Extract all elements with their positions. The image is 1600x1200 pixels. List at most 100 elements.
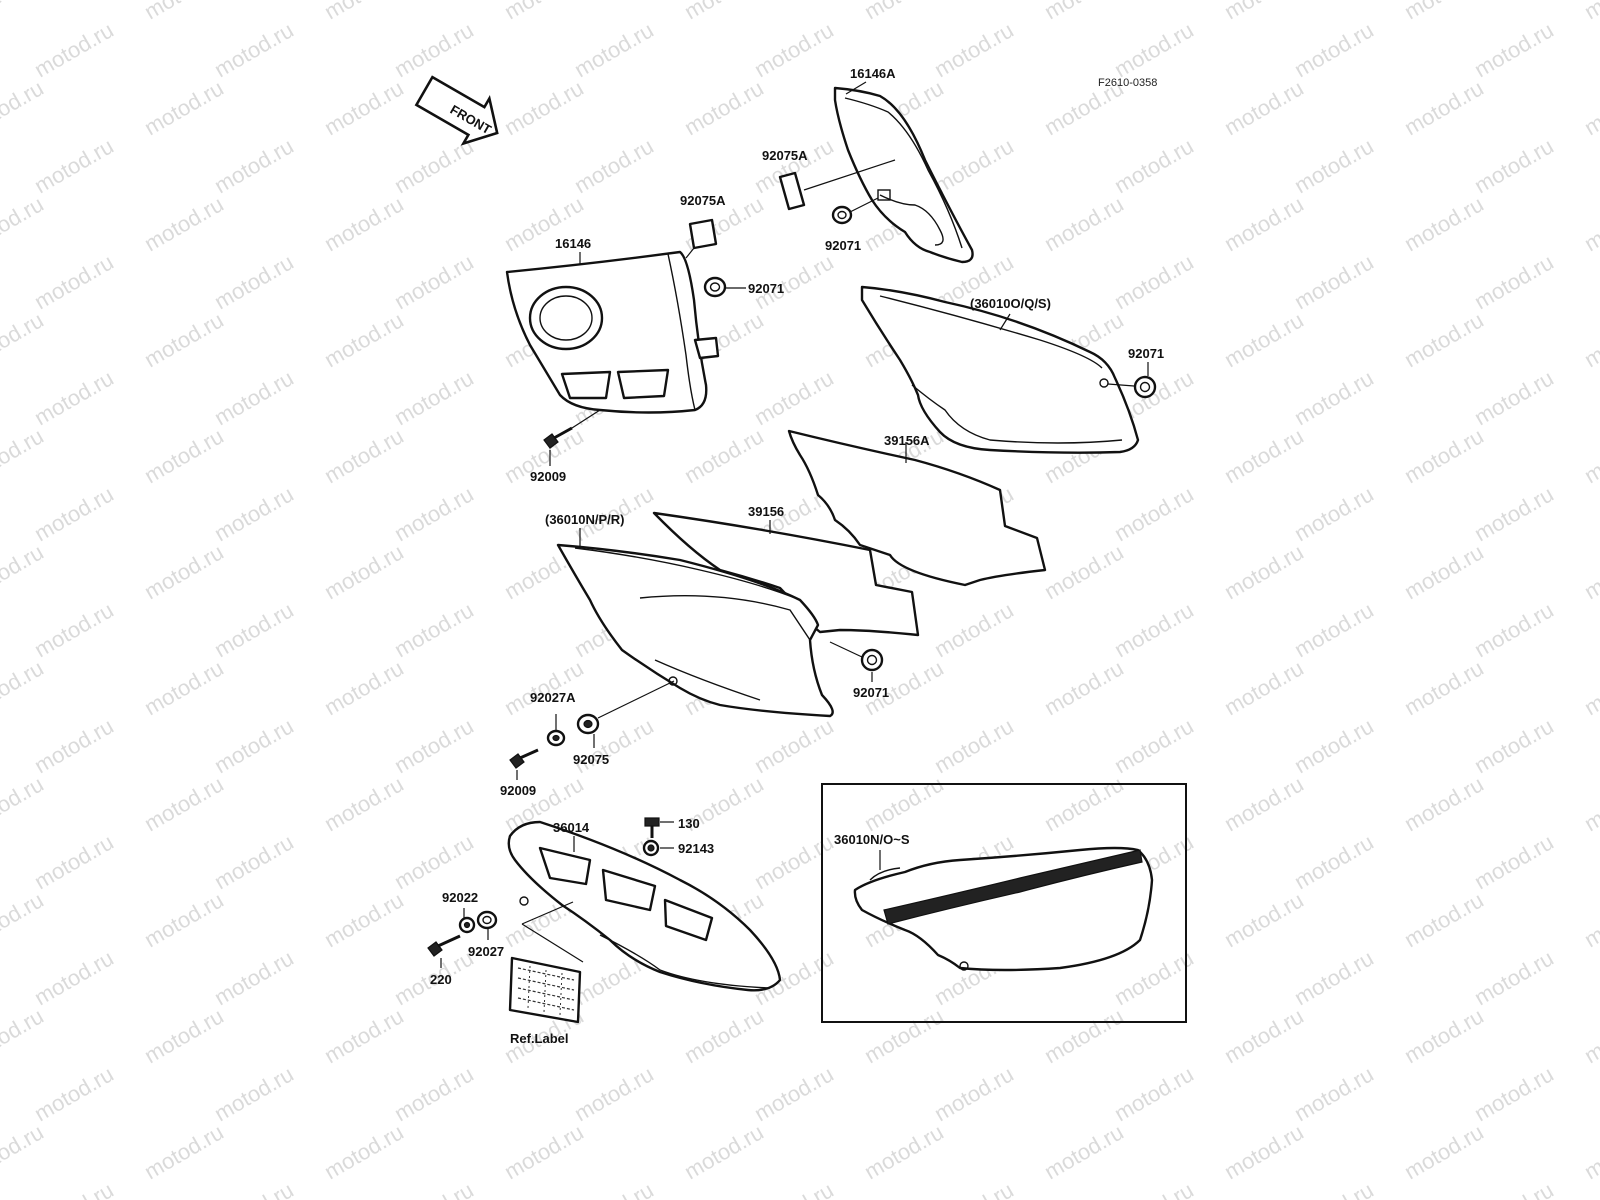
watermark-text: motod.ru	[1220, 1119, 1308, 1184]
label-92071-right: 92071	[1128, 346, 1164, 361]
watermark-text: motod.ru	[140, 1003, 228, 1068]
watermark-text: motod.ru	[1220, 191, 1308, 256]
watermark-text: motod.ru	[930, 713, 1018, 778]
watermark-text: motod.ru	[320, 191, 408, 256]
watermark-text: motod.ru	[1040, 191, 1128, 256]
watermark-text: motod.ru	[1400, 191, 1488, 256]
watermark-text: motod.ru	[1580, 1119, 1600, 1184]
watermark-text: motod.ru	[140, 655, 228, 720]
watermark-text: motod.ru	[1470, 945, 1558, 1010]
watermark-text: motod.ru	[1400, 539, 1488, 604]
watermark-text: motod.ru	[320, 1003, 408, 1068]
watermark-text: motod.ru	[1400, 75, 1488, 140]
watermark-text: motod.ru	[1040, 1119, 1128, 1184]
part-92009-lower	[509, 748, 539, 769]
watermark-text: motod.ru	[930, 1177, 1018, 1200]
watermark-text: motod.ru	[140, 771, 228, 836]
label-36010NPR: (36010N/P/R)	[545, 512, 624, 527]
watermark-text: motod.ru	[0, 771, 48, 836]
watermark-text: motod.ru	[1580, 1003, 1600, 1068]
part-92071-left	[703, 276, 727, 298]
part-ref-label	[508, 956, 582, 1024]
watermark-text: motod.ru	[750, 1061, 838, 1126]
watermark-text: motod.ru	[680, 423, 768, 488]
watermark-text: motod.ru	[30, 1061, 118, 1126]
watermark-text: motod.ru	[860, 0, 948, 24]
watermark-text: motod.ru	[320, 539, 408, 604]
watermark-text: motod.ru	[30, 133, 118, 198]
watermark-text: motod.ru	[1220, 655, 1308, 720]
watermark-text: motod.ru	[320, 771, 408, 836]
label-92075A-left: 92075A	[680, 193, 726, 208]
watermark-text: motod.ru	[210, 133, 298, 198]
watermark-text: motod.ru	[210, 597, 298, 662]
watermark-text: motod.ru	[30, 365, 118, 430]
front-arrow: FRONT	[414, 75, 499, 146]
watermark-text: motod.ru	[1400, 655, 1488, 720]
watermark-text: motod.ru	[1290, 365, 1378, 430]
figure-code: F2610-0358	[1098, 77, 1157, 89]
label-92071-left: 92071	[748, 281, 784, 296]
watermark-text: motod.ru	[1110, 481, 1198, 546]
label-92027: 92027	[468, 944, 504, 959]
watermark-text: motod.ru	[1580, 0, 1600, 24]
watermark-text: motod.ru	[210, 1177, 298, 1200]
watermark-text: motod.ru	[390, 1177, 478, 1200]
watermark-text: motod.ru	[140, 423, 228, 488]
part-36014	[507, 820, 782, 992]
part-36010NPR	[556, 543, 834, 718]
watermark-text: motod.ru	[390, 713, 478, 778]
watermark-text: motod.ru	[140, 539, 228, 604]
label-36014: 36014	[553, 820, 590, 835]
watermark-text: motod.ru	[1580, 655, 1600, 720]
watermark-text: motod.ru	[390, 597, 478, 662]
watermark-text: motod.ru	[1110, 597, 1198, 662]
watermark-text: motod.ru	[1580, 771, 1600, 836]
watermark-text: motod.ru	[680, 1003, 768, 1068]
watermark-text: motod.ru	[750, 365, 838, 430]
watermark-text: motod.ru	[390, 1061, 478, 1126]
watermark-text: motod.ru	[1220, 771, 1308, 836]
watermark-text: motod.ru	[0, 75, 48, 140]
watermark-text: motod.ru	[1580, 75, 1600, 140]
watermark-text: motod.ru	[0, 1119, 48, 1184]
watermark-text: motod.ru	[140, 1119, 228, 1184]
watermark-text: motod.ru	[570, 1061, 658, 1126]
watermark-text: motod.ru	[1040, 655, 1128, 720]
part-16146A	[833, 86, 974, 264]
watermark-text: motod.ru	[210, 945, 298, 1010]
watermark-text: motod.ru	[320, 655, 408, 720]
part-92071-top	[831, 205, 853, 225]
watermark-text: motod.ru	[320, 887, 408, 952]
watermark-text: motod.ru	[210, 829, 298, 894]
watermark-text: motod.ru	[680, 75, 768, 140]
label-92071-top: 92071	[825, 238, 861, 253]
watermark-text: motod.ru	[1400, 423, 1488, 488]
watermark-text: motod.ru	[1470, 1061, 1558, 1126]
watermark-text: motod.ru	[1110, 133, 1198, 198]
label-92022: 92022	[442, 890, 478, 905]
watermark-text: motod.ru	[1040, 539, 1128, 604]
inset-side-cover	[853, 846, 1154, 972]
watermark-text: motod.ru	[1220, 423, 1308, 488]
watermark-text: motod.ru	[140, 307, 228, 372]
watermark-text: motod.ru	[320, 75, 408, 140]
watermark-text: motod.ru	[1110, 17, 1198, 82]
watermark-text: motod.ru	[210, 249, 298, 314]
watermark-text: motod.ru	[320, 423, 408, 488]
watermark-text: motod.ru	[1290, 829, 1378, 894]
watermark-text: motod.ru	[210, 481, 298, 546]
watermark-text: motod.ru	[1040, 0, 1128, 24]
watermark-text: motod.ru	[30, 1177, 118, 1200]
watermark-text: motod.ru	[500, 1119, 588, 1184]
label-39156A: 39156A	[884, 433, 930, 448]
part-92027A	[546, 729, 566, 747]
part-92071-right	[1133, 375, 1157, 399]
watermark-text: motod.ru	[210, 17, 298, 82]
watermark-text: motod.ru	[750, 829, 838, 894]
label-16146: 16146	[555, 236, 591, 251]
watermark-text: motod.ru	[1400, 307, 1488, 372]
part-16146	[505, 250, 720, 414]
label-ref-label: Ref.Label	[510, 1031, 569, 1046]
